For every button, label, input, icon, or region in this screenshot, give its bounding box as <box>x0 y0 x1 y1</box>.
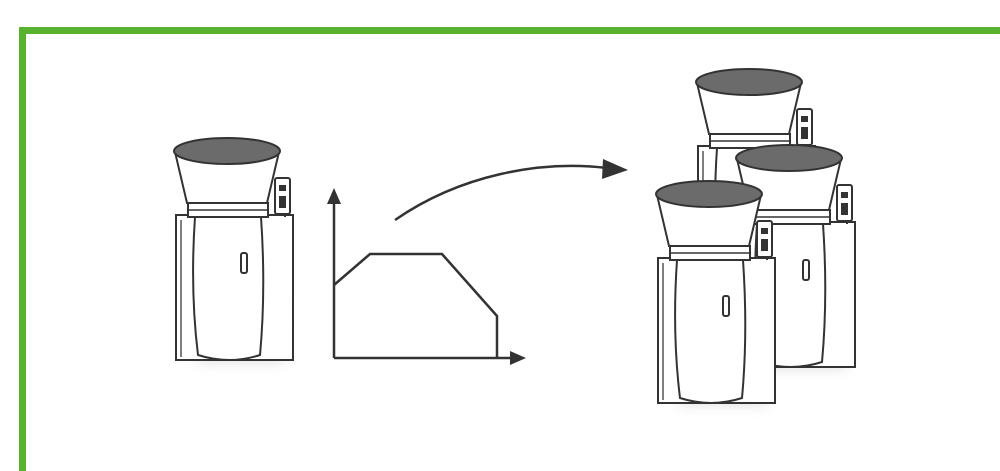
machine-icon <box>174 138 293 362</box>
scale-up-arrow-icon <box>394 159 628 222</box>
process-profile-icon <box>327 188 526 365</box>
machine-group-icon <box>656 69 855 405</box>
